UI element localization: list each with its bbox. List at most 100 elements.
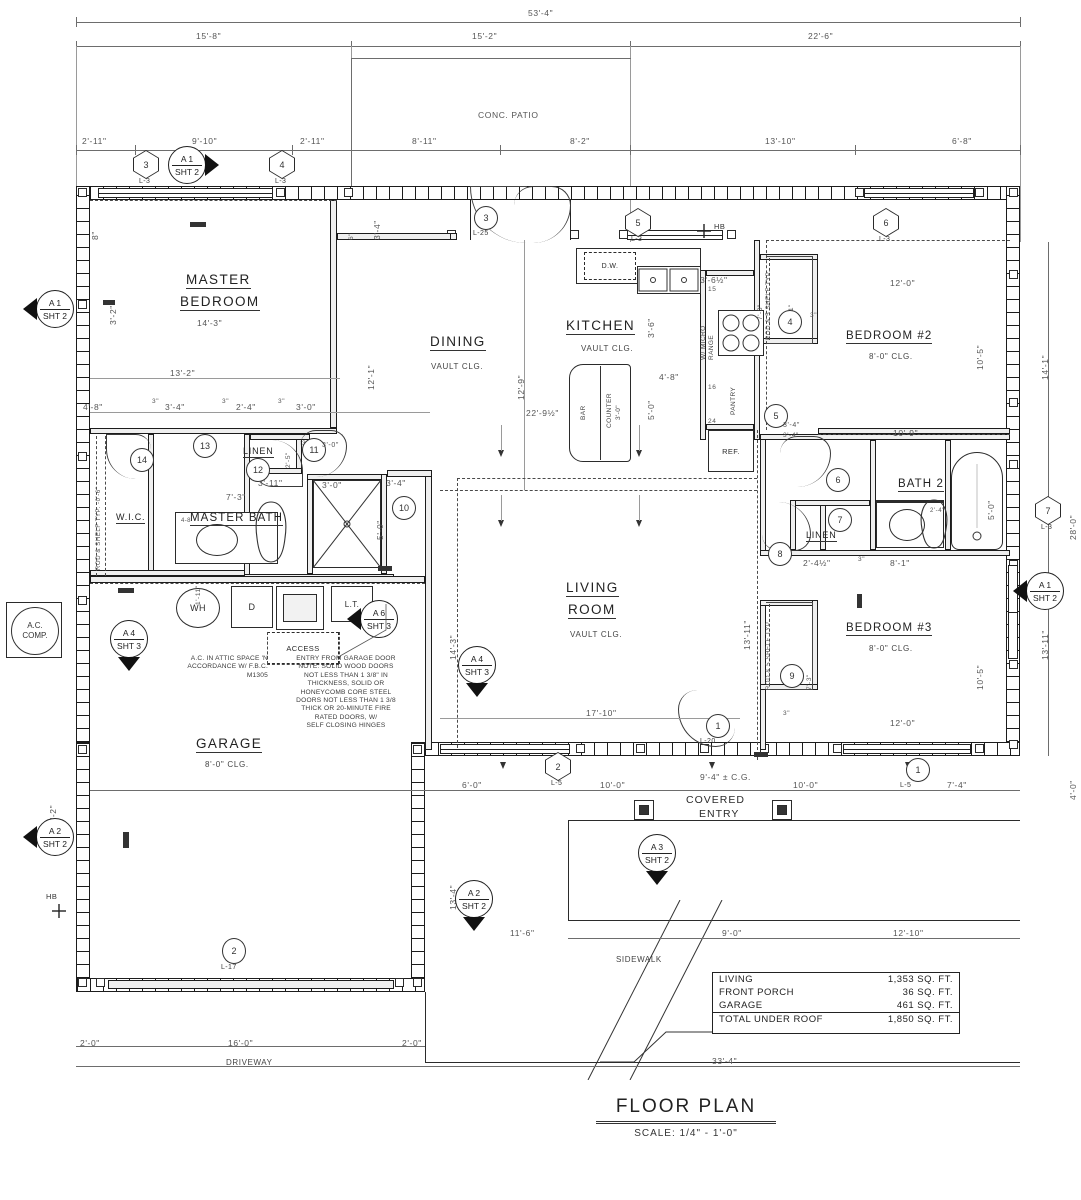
- wall-master-north-return: [337, 233, 457, 240]
- dim-bed2-12-0: 12'-0": [890, 278, 916, 288]
- area-row-living: LIVING 1,353 SQ. FT.: [719, 974, 953, 985]
- dim-b2-2: 12'-10": [893, 928, 924, 938]
- door-wic[interactable]: [106, 434, 151, 479]
- living-ceiling: VAULT CLG.: [570, 630, 623, 639]
- door-tag-1[interactable]: 1: [706, 714, 730, 738]
- door-tag-2-garage[interactable]: 2: [222, 938, 246, 964]
- dim-b3-1: 16'-0": [228, 1038, 254, 1048]
- dim-line-top-row1: [76, 46, 1020, 47]
- dim-t2-6: 6'-8": [952, 136, 972, 146]
- window-tag-7[interactable]: 7: [1035, 496, 1061, 525]
- dim-b1-2: 9'-4" ± C.G.: [700, 772, 751, 782]
- garage-ceiling: 8'-0" CLG.: [205, 760, 249, 769]
- dim-t2-1: 9'-10": [192, 136, 218, 146]
- hose-bib-label-left: HB: [46, 892, 58, 901]
- dim-kitchen-5-0: 5'-0": [646, 400, 656, 420]
- door-tag-4[interactable]: 4: [778, 310, 802, 334]
- garage-overhead-door[interactable]: [108, 980, 394, 989]
- window-living-room[interactable]: [440, 744, 570, 754]
- driveway-label: DRIVEWAY: [226, 1058, 273, 1067]
- micro-range-label-1: W/ MICRO: [700, 325, 707, 360]
- window-tag-5-sheet: L-3: [631, 236, 643, 243]
- window-tag-4-sheet: L-3: [275, 178, 287, 185]
- pantry-label: PANTRY: [730, 386, 737, 415]
- door-bath2[interactable]: [780, 436, 831, 487]
- dim-t2-2: 2'-11": [300, 136, 325, 146]
- dim-tick: [76, 17, 77, 27]
- dim-mb-3-11: 3'-11": [258, 478, 283, 488]
- dining-ceiling: VAULT CLG.: [431, 362, 484, 371]
- door-tag-11[interactable]: 11: [302, 438, 326, 462]
- bed2-rod-shelf-note: ROD & 5 SHELF TYP.: [766, 270, 772, 340]
- door-tag-1b[interactable]: 1: [906, 758, 930, 782]
- dim-right-13-11: 13'-11": [1040, 630, 1050, 660]
- dim-b1-3: 10'-0": [793, 780, 819, 790]
- dim-t2-0: 2'-11": [82, 136, 107, 146]
- dim-misc-6in: 6": [348, 232, 355, 240]
- attic-access: ACCESS: [267, 632, 339, 664]
- door-tag-10[interactable]: 10: [392, 496, 416, 520]
- room-label-garage: GARAGE: [196, 736, 263, 753]
- ac-attic-note: A.C. IN ATTIC SPACE 'N ACCORDANCE W/ F.B…: [187, 655, 268, 679]
- door-5-width: 3'-4": [783, 422, 800, 429]
- door-tag-13[interactable]: 13: [193, 434, 217, 458]
- note-leader-line: [339, 604, 387, 657]
- sheet-scale: SCALE: 1/4" - 1'-0": [634, 1128, 738, 1139]
- wall-garage-east: [425, 470, 432, 750]
- exterior-wall-west: [76, 186, 90, 756]
- dryer: D: [231, 586, 273, 628]
- dim-kitchen-4-8: 4'-8": [659, 372, 679, 382]
- dim-top-15-2: 15'-2": [472, 31, 498, 41]
- window-tag-3[interactable]: 3: [133, 150, 159, 179]
- dim-right-4-0: 4'-0": [1068, 780, 1078, 800]
- dishwasher: D.W.: [584, 252, 636, 280]
- dim-b2-1: 9'-0": [722, 928, 742, 938]
- door-tag-3[interactable]: 3: [474, 206, 498, 230]
- room-label-wic: W.I.C.: [116, 512, 146, 524]
- window-master-bedroom-1[interactable]: [98, 188, 273, 198]
- cooktop-burners-icon: [722, 314, 760, 352]
- dim-right-28-0: 28'-0": [1068, 514, 1078, 540]
- dim-bed2-3in: 3": [810, 312, 818, 319]
- window-bedroom3[interactable]: [843, 744, 971, 754]
- room-label-dining: DINING: [430, 334, 486, 351]
- dim-left-8in: 8": [90, 231, 100, 240]
- wall-kitchen-east: [700, 270, 706, 440]
- window-bath2[interactable]: [1008, 565, 1018, 659]
- door-tag-8[interactable]: 8: [768, 542, 792, 566]
- window-tag-2[interactable]: 2: [545, 752, 571, 781]
- dim-top-22-6: 22'-6": [808, 31, 834, 41]
- window-bedroom2[interactable]: [864, 188, 974, 198]
- door-tag-5[interactable]: 5: [764, 404, 788, 428]
- master-toilet-icon: [255, 501, 287, 563]
- window-tag-6[interactable]: 6: [873, 208, 899, 237]
- closet-bifold-bed2[interactable]: [766, 256, 813, 344]
- door-tag-14[interactable]: 14: [130, 448, 154, 472]
- water-heater: WH: [176, 588, 220, 628]
- door-tag-6[interactable]: 6: [826, 468, 850, 492]
- dim-master-bedroom: 14'-3": [197, 318, 223, 328]
- room-label-bath2: BATH 2: [898, 478, 945, 492]
- dim-mi-0: 4'-8": [83, 402, 103, 412]
- window-tag-2-sheet: L-5: [551, 780, 563, 787]
- patio-door-swing-right[interactable]: [514, 186, 571, 243]
- dim-bed2-10-5: 10'-5": [975, 344, 985, 370]
- sheet-title: FLOOR PLAN: [615, 1096, 757, 1117]
- area-row-total: TOTAL UNDER ROOF 1,850 SQ. FT.: [713, 1012, 959, 1026]
- door-tag-7[interactable]: 7: [828, 508, 852, 532]
- room-label-covered-entry-1: COVERED: [686, 794, 745, 806]
- door-tag-12[interactable]: 12: [246, 458, 270, 482]
- door-tag-9[interactable]: 9: [780, 664, 804, 688]
- dim-mb-3-0: 3'-0": [322, 480, 342, 490]
- closet-bifold-bed3[interactable]: [766, 602, 813, 690]
- counter-label: COUNTER: [606, 393, 613, 428]
